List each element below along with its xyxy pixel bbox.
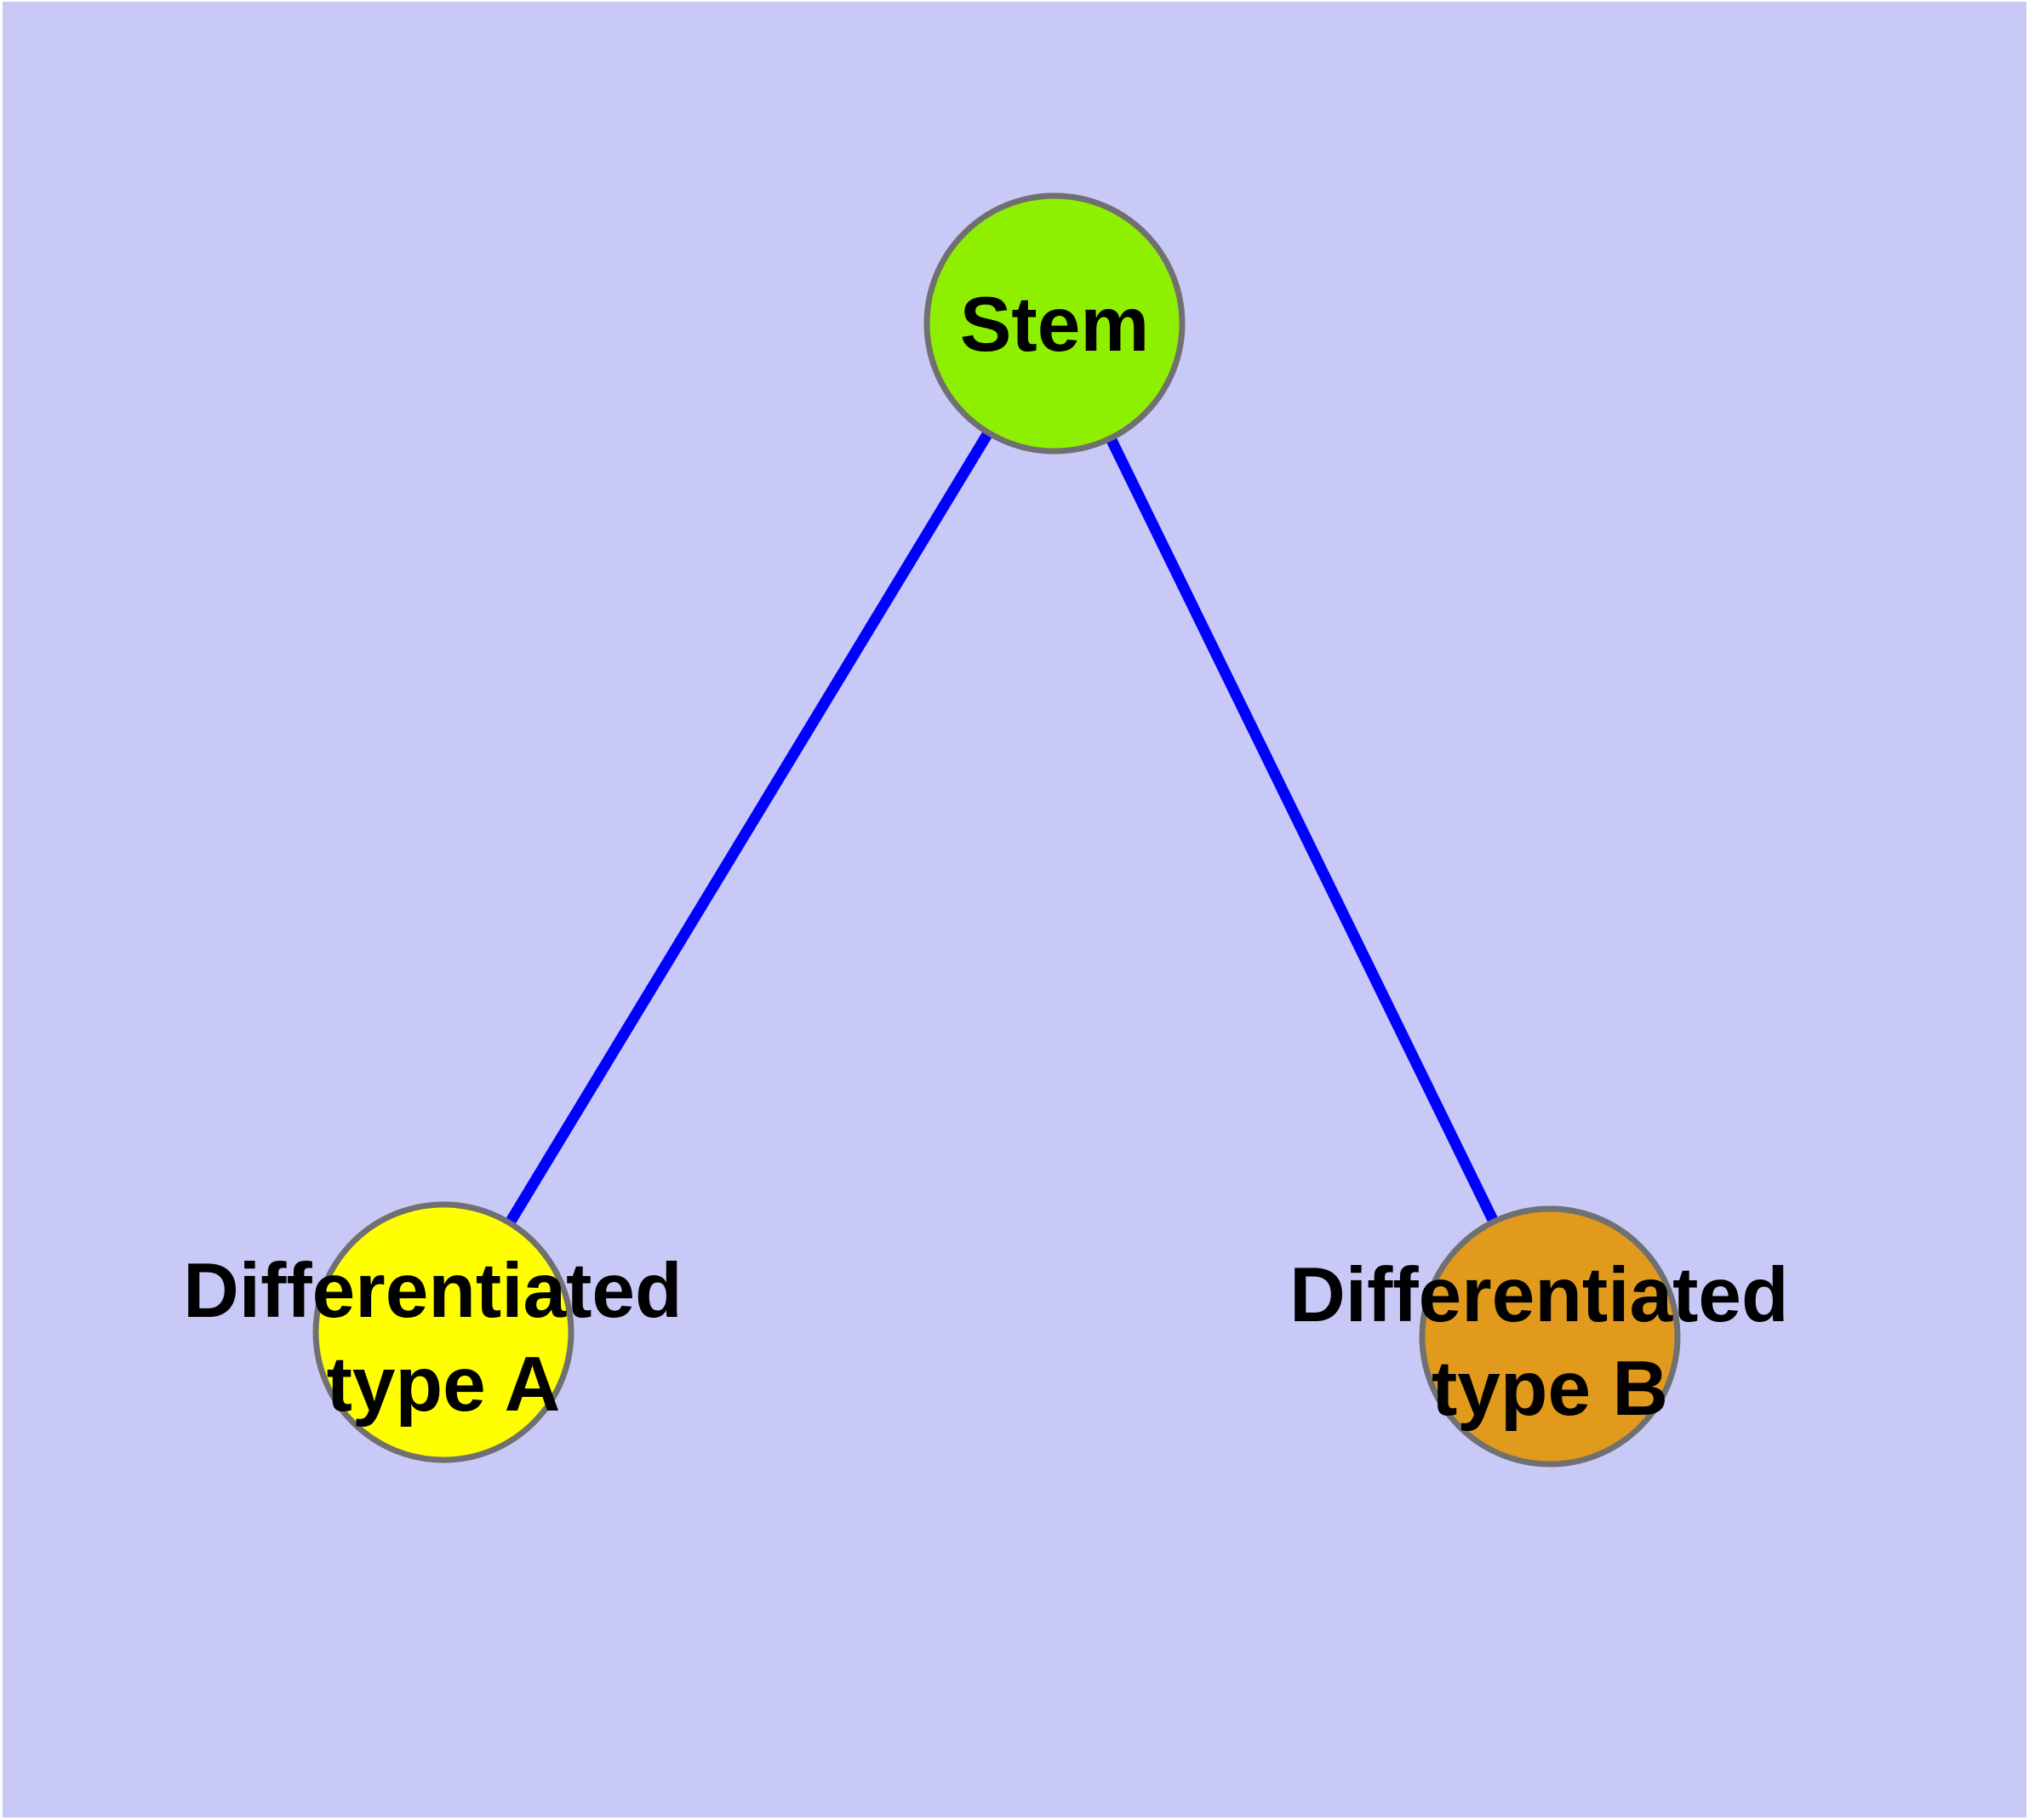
edge-stem-to-type-a bbox=[438, 320, 1060, 1336]
node-label-line: Differentiated bbox=[1289, 1252, 1789, 1338]
node-stem bbox=[923, 192, 1186, 455]
edge-stem-to-type-b bbox=[1049, 321, 1555, 1339]
node-differentiated-type-a bbox=[312, 1201, 574, 1463]
node-label-line: type B bbox=[1432, 1346, 1668, 1432]
node-differentiated-type-b-label: Differentiated type B bbox=[1289, 1252, 1810, 1432]
node-differentiated-type-b bbox=[1419, 1205, 1681, 1468]
node-stem-label: Stem bbox=[960, 282, 1150, 368]
node-differentiated-type-a-label: Differentiated type A bbox=[183, 1248, 704, 1428]
node-label-line: Differentiated bbox=[183, 1248, 683, 1334]
node-label-line: type A bbox=[327, 1342, 561, 1428]
